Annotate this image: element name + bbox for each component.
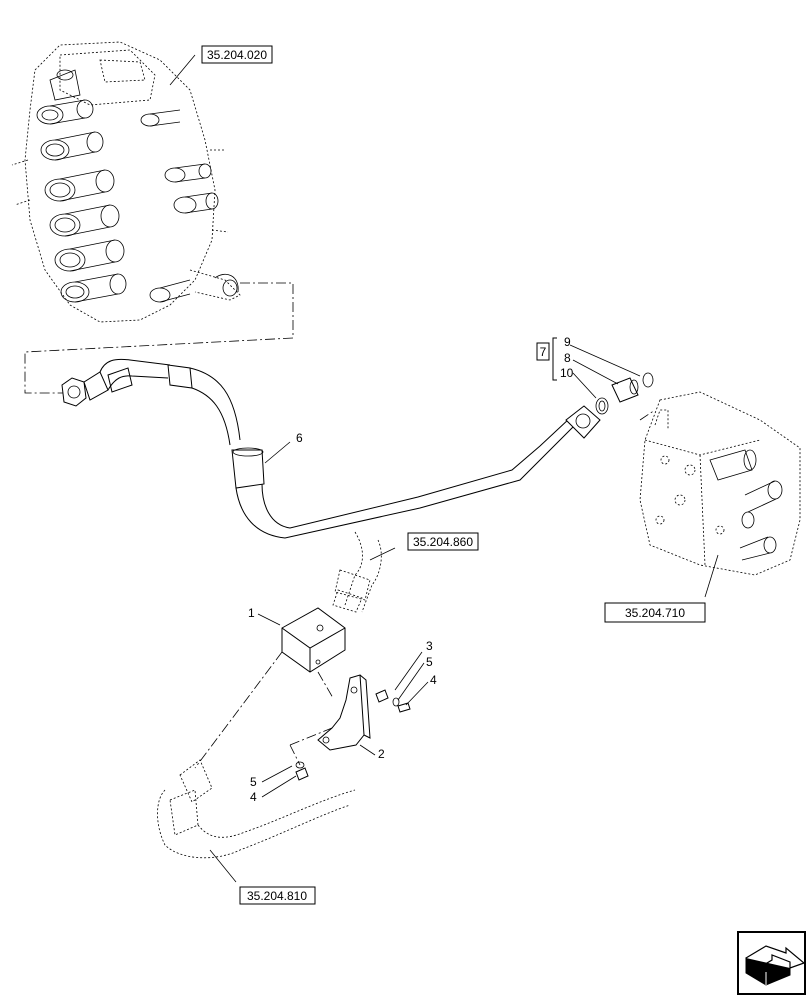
callout-5-bottom: 5: [250, 775, 257, 789]
ref-label-right-valve: 35.204.710: [625, 606, 685, 620]
callout-2: 2: [378, 747, 385, 761]
fasteners-top: [375, 689, 411, 713]
callout-8: 8: [564, 351, 571, 365]
bracket: [317, 674, 371, 751]
control-valve-right: [639, 391, 801, 576]
callout-1: 1: [248, 606, 255, 620]
kit-callout-group: 7 9 8 10: [536, 335, 574, 381]
fitting-kit: [595, 372, 654, 415]
callout-6: 6: [296, 431, 303, 445]
pipe-assembly: [61, 358, 601, 539]
ref-box-top-left[interactable]: 35.204.020: [201, 45, 273, 64]
adapter-block: [281, 607, 346, 673]
callout-7: 7: [540, 345, 547, 359]
callout-4-bottom: 4: [250, 790, 257, 804]
ref-box-right-valve[interactable]: 35.204.710: [604, 602, 706, 623]
ref-label-top-left: 35.204.020: [207, 48, 267, 62]
callout-4-top: 4: [430, 673, 437, 687]
ref-label-middle-hose: 35.204.860: [413, 535, 473, 549]
connection-line-bracket: [289, 671, 334, 766]
connection-line-bottom: [194, 651, 283, 769]
fasteners-bottom: [295, 761, 309, 781]
control-valve-top-left: [11, 41, 241, 323]
ref-box-middle-hose[interactable]: 35.204.860: [407, 532, 479, 551]
callout-5-top: 5: [426, 655, 433, 669]
callout-3: 3: [426, 639, 433, 653]
connection-line-top: [24, 282, 294, 394]
hose-bottom: [157, 759, 356, 859]
callout-10: 10: [560, 366, 574, 380]
leader-lines: [169, 54, 719, 883]
hose-middle: [332, 531, 382, 613]
next-page-arrow-icon[interactable]: [737, 931, 806, 995]
ref-label-bottom-hose: 35.204.810: [247, 889, 307, 903]
callout-9: 9: [564, 335, 571, 349]
ref-box-bottom-hose[interactable]: 35.204.810: [239, 886, 316, 905]
